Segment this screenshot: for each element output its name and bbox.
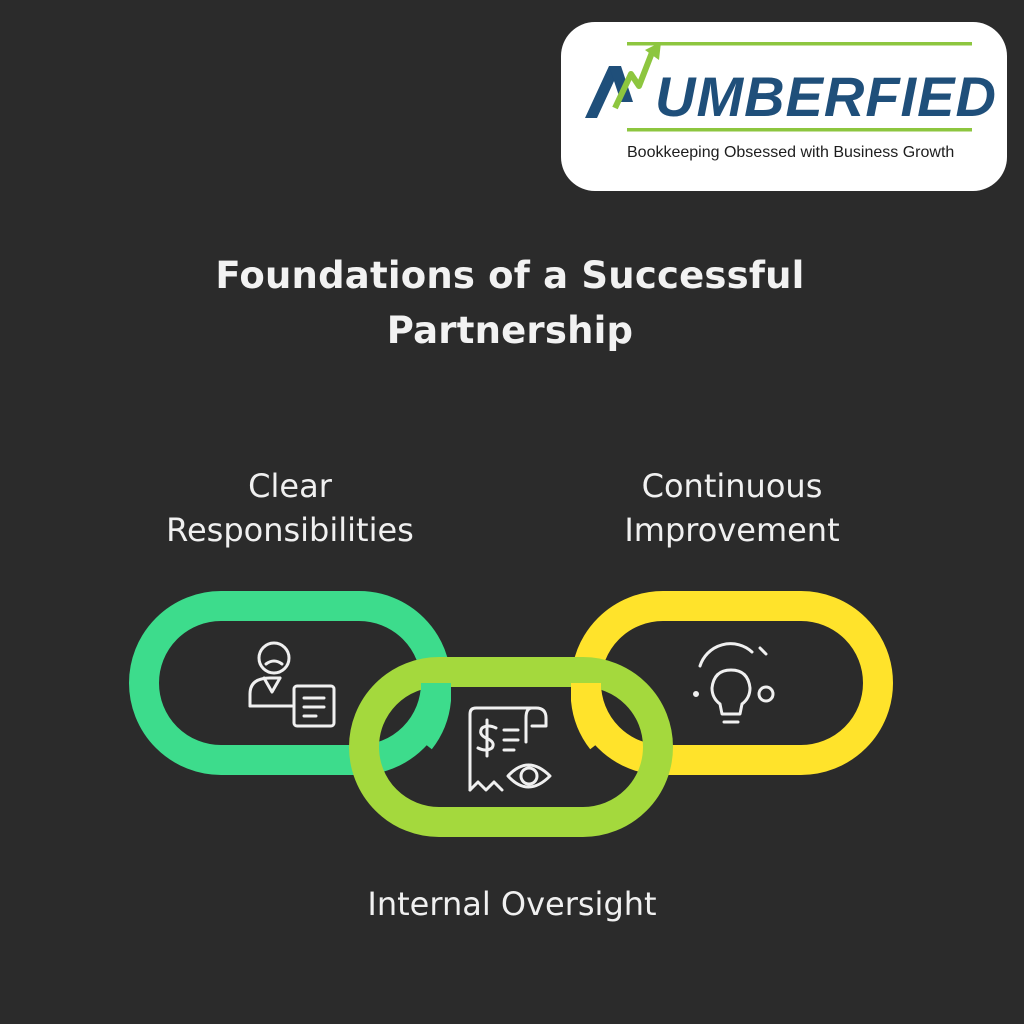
person-document-icon (248, 641, 336, 728)
label-clear-responsibilities: Clear Responsibilities (120, 464, 460, 552)
logo-card: UMBERFIED Bookkeeping Obsessed with Busi… (561, 22, 1007, 191)
label-continuous-improvement: Continuous Improvement (560, 464, 904, 552)
receipt-eye-icon (468, 706, 552, 792)
label-clear-responsibilities-line-1: Clear (248, 467, 332, 505)
page-title-line-2: Partnership (386, 309, 634, 352)
chain-link-right-overlap (571, 683, 615, 750)
numberfied-logo: UMBERFIED (585, 42, 997, 132)
chain-link-middle (349, 657, 673, 837)
label-continuous-improvement-line-1: Continuous (641, 467, 823, 505)
label-internal-oversight: Internal Oversight (310, 882, 714, 926)
label-clear-responsibilities-line-2: Responsibilities (166, 511, 414, 549)
page-title: Foundations of a Successful Partnership (170, 248, 850, 358)
lightbulb-icon (693, 642, 775, 724)
logo-tagline: Bookkeeping Obsessed with Business Growt… (627, 144, 955, 161)
label-continuous-improvement-line-2: Improvement (624, 511, 840, 549)
label-internal-oversight-line-1: Internal Oversight (367, 885, 657, 923)
logo-wordmark: UMBERFIED (655, 65, 997, 128)
page-title-line-1: Foundations of a Successful (215, 254, 805, 297)
chain-link-left-overlap (407, 683, 451, 750)
